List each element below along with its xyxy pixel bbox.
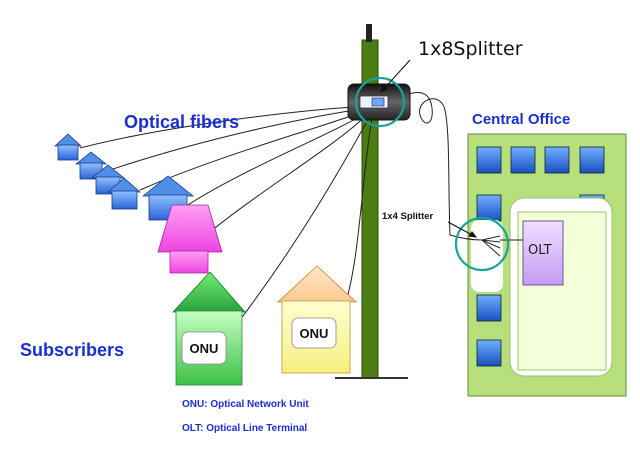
legend-onu: ONU: Optical Network Unit bbox=[182, 399, 309, 410]
central-office-building: OLT bbox=[467, 133, 627, 397]
legend-olt: OLT: Optical Line Terminal bbox=[182, 423, 307, 434]
subscriber-house-yellow: ONU bbox=[276, 265, 358, 374]
onu-left-label: ONU bbox=[190, 341, 219, 356]
splitter-1x8-highlight bbox=[354, 76, 406, 128]
olt-box bbox=[522, 220, 564, 286]
splitter-1x8-enclosure bbox=[347, 76, 411, 128]
small-house-icon bbox=[106, 177, 142, 210]
splitter-1x4-highlight bbox=[454, 216, 510, 272]
subscribers-label: Subscribers bbox=[20, 340, 124, 360]
onu-right-label: ONU bbox=[300, 326, 329, 341]
optical-fiber-lines bbox=[79, 92, 523, 321]
central-office-label: Central Office bbox=[472, 111, 570, 128]
splitter-1x8-label: 1x8Splitter bbox=[418, 38, 523, 60]
optical-fibers-label: Optical fibers bbox=[124, 112, 239, 132]
magenta-building bbox=[157, 204, 223, 274]
small-house-icon bbox=[90, 164, 126, 195]
olt-label: OLT bbox=[528, 243, 552, 258]
onu-device-right bbox=[291, 317, 337, 349]
label-pointer-lines bbox=[380, 59, 478, 238]
onu-device-left bbox=[181, 331, 227, 365]
splitter-1x4-label: 1x4 Splitter bbox=[382, 211, 434, 222]
subscriber-house-green: ONU bbox=[172, 271, 246, 386]
small-house-icon bbox=[53, 133, 83, 161]
